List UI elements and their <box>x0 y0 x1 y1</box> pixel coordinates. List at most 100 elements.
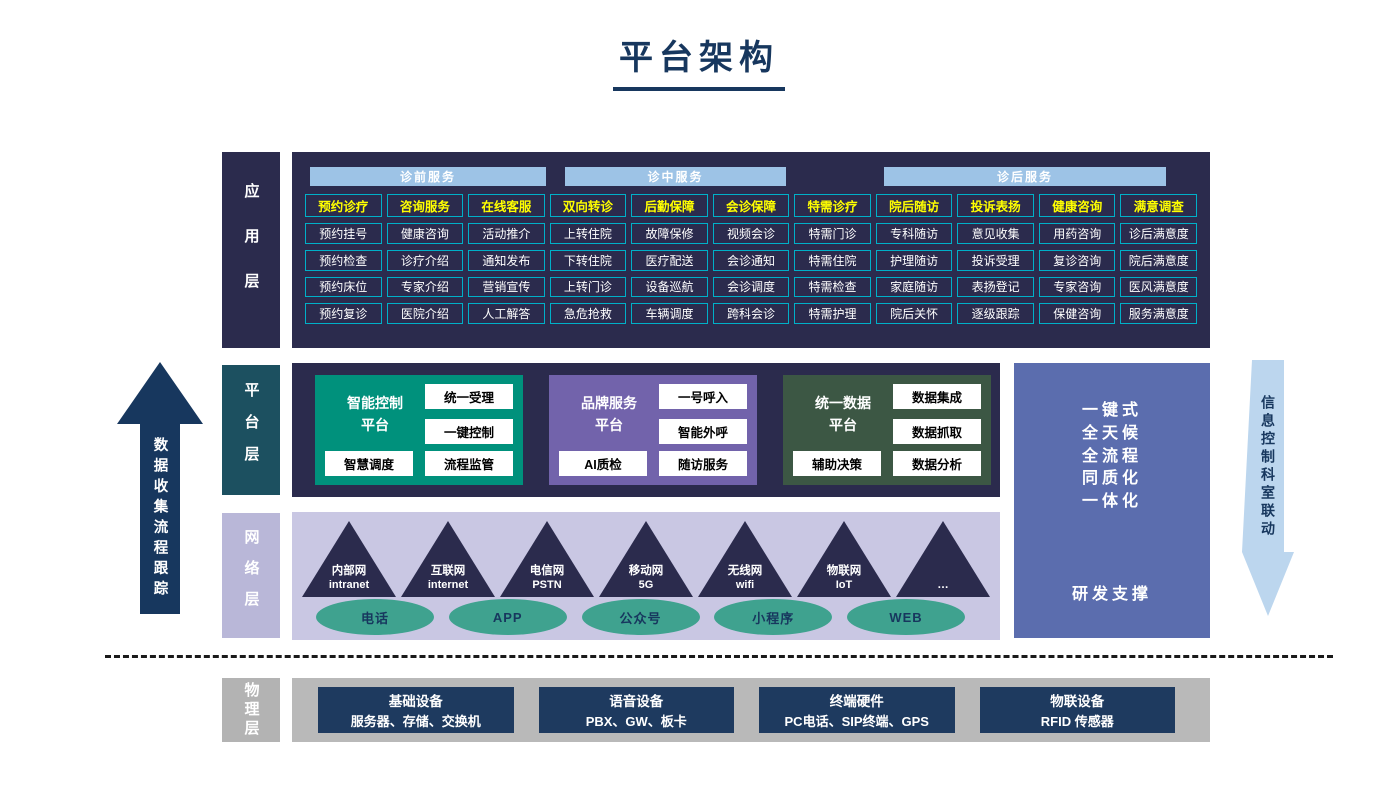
data-collection-arrow: 数据收集流程跟踪 <box>117 362 203 614</box>
left-arrow-label: 数据收集流程跟踪 <box>151 437 168 601</box>
service-item: 预约复诊 <box>305 303 382 324</box>
layer-label-platform: 平台层 <box>222 365 280 495</box>
physical-device-title: 语音设备 <box>609 694 664 709</box>
service-item: 表扬登记 <box>957 276 1034 298</box>
service-item: 预约检查 <box>305 249 382 271</box>
layer-label-physical: 物理层 <box>222 678 280 742</box>
layer-label-network: 网络层 <box>222 513 280 638</box>
rd-support-label: 研发支撑 <box>1071 586 1152 603</box>
service-column-header: 健康咨询 <box>1038 194 1116 217</box>
service-column: 在线客服 活动推介 通知发布 营销宣传 人工解答 <box>468 194 545 324</box>
physical-device-detail: PC电话、SIP终端、GPS <box>784 714 929 729</box>
right-arrow-label-wrap: 信息控制科室联动 <box>1242 388 1294 546</box>
service-item: 医风满意度 <box>1120 276 1198 298</box>
platform-top-row: 智能控制 平台 统一受理 一键控制 <box>325 384 513 444</box>
network-triangle: 互联网 internet <box>401 521 495 597</box>
platform-box: 品牌服务 平台 一号呼入 智能外呼 AI质检 随访服务 <box>549 375 757 485</box>
application-layer-panel: 诊前服务 诊中服务 诊后服务 预约诊疗 预约挂号 预约检查 预约床位 <box>292 152 1210 348</box>
left-arrow-label-wrap: 数据收集流程跟踪 <box>117 430 203 608</box>
platform-top-row: 品牌服务 平台 一号呼入 智能外呼 <box>559 384 747 444</box>
page-title-text: 平台架构 <box>613 30 785 91</box>
platform-feature: 数据分析 <box>893 451 981 476</box>
service-column-header: 双向转诊 <box>549 194 627 217</box>
platform-name: 品牌服务 平台 <box>581 394 637 433</box>
service-item: 投诉受理 <box>957 249 1034 271</box>
up-arrow-icon <box>117 362 203 614</box>
platform-feature: 数据抓取 <box>893 419 981 444</box>
network-name-en: PSTN <box>532 578 562 591</box>
service-column-header: 特需诊疗 <box>794 194 871 217</box>
channel-ellipse: 公众号 <box>581 599 700 635</box>
network-triangle: 物联网 IoT <box>797 521 891 597</box>
service-item: 特需护理 <box>794 303 871 324</box>
platform-feature: 一键控制 <box>425 419 513 444</box>
network-triangle: 无线网 wifi <box>698 521 792 597</box>
service-item: 特需门诊 <box>794 223 871 244</box>
platform-feature: 统一受理 <box>425 384 513 409</box>
down-arrow-icon <box>1242 360 1294 616</box>
service-item: 会诊通知 <box>712 249 790 271</box>
physical-device-detail: RFID 传感器 <box>1040 714 1114 729</box>
physical-device-box: 基础设备 服务器、存储、交换机 <box>318 687 514 733</box>
network-name: 移动网 <box>628 565 664 578</box>
service-column-items: 预约挂号 预约检查 预约床位 预约复诊 <box>305 223 382 324</box>
platform-feature: 随访服务 <box>659 451 747 476</box>
network-triangle: 移动网 5G <box>599 521 693 597</box>
phase-header-post-visit: 诊后服务 <box>884 167 1166 186</box>
service-item: 活动推介 <box>468 223 545 244</box>
service-item: 医院介绍 <box>386 303 464 324</box>
phase-header-in-visit: 诊中服务 <box>565 167 786 186</box>
service-item: 意见收集 <box>957 223 1034 244</box>
channel-ellipse: WEB <box>847 599 965 635</box>
physical-device-title: 物联设备 <box>1050 694 1105 709</box>
service-columns: 预约诊疗 预约挂号 预约检查 预约床位 预约复诊 <box>305 194 1198 324</box>
service-column-items: 特需门诊 特需住院 特需检查 特需护理 <box>794 223 871 324</box>
network-name-en: 5G <box>638 578 654 591</box>
platform-top-row: 统一数据 平台 数据集成 数据抓取 <box>793 384 981 444</box>
physical-device-box: 物联设备 RFID 传感器 <box>979 687 1175 733</box>
service-item: 设备巡航 <box>631 276 708 298</box>
service-item: 会诊调度 <box>712 276 790 298</box>
service-column-header: 咨询服务 <box>386 194 464 217</box>
layer-label-network-text: 网络层 <box>242 529 260 622</box>
service-item: 车辆调度 <box>631 303 708 324</box>
service-item: 下转住院 <box>549 249 627 271</box>
info-control-arrow: 信息控制科室联动 <box>1242 360 1294 616</box>
platform-bottom-cells: 智慧调度 流程监管 <box>325 451 513 476</box>
service-item: 特需检查 <box>794 276 871 298</box>
physical-device-title: 终端硬件 <box>829 694 884 709</box>
service-column-header: 会诊保障 <box>712 194 790 217</box>
service-item: 诊后满意度 <box>1120 223 1198 244</box>
capability-line: 一键式 <box>1081 402 1142 419</box>
service-item: 医疗配送 <box>631 249 708 271</box>
service-item: 复诊咨询 <box>1038 249 1116 271</box>
network-name: 内部网 <box>331 565 367 578</box>
service-column: 后勤保障 故障保修 医疗配送 设备巡航 车辆调度 <box>631 194 708 324</box>
service-column: 健康咨询 用药咨询 复诊咨询 专家咨询 保健咨询 <box>1038 194 1116 324</box>
service-column: 特需诊疗 特需门诊 特需住院 特需检查 特需护理 <box>794 194 871 324</box>
service-item: 专家咨询 <box>1038 276 1116 298</box>
service-item: 院后满意度 <box>1120 249 1198 271</box>
service-item: 故障保修 <box>631 223 708 244</box>
network-name: 互联网 <box>430 565 466 578</box>
service-item: 专科随访 <box>875 223 953 244</box>
service-column: 满意调查 诊后满意度 院后满意度 医风满意度 服务满意度 <box>1120 194 1198 324</box>
layer-label-application: 应用层 <box>222 152 280 348</box>
service-column-items: 用药咨询 复诊咨询 专家咨询 保健咨询 <box>1038 223 1116 324</box>
physical-device-detail: PBX、GW、板卡 <box>585 714 687 729</box>
service-item: 家庭随访 <box>875 276 953 298</box>
service-column-header: 在线客服 <box>468 194 545 217</box>
service-column-items: 活动推介 通知发布 营销宣传 人工解答 <box>468 223 545 324</box>
network-triangle: … <box>896 521 990 597</box>
service-column-items: 故障保修 医疗配送 设备巡航 车辆调度 <box>631 223 708 324</box>
service-item: 专家介绍 <box>386 276 464 298</box>
platform-bottom-cells: AI质检 随访服务 <box>559 451 747 476</box>
service-item: 上转住院 <box>549 223 627 244</box>
platform-feature: 智能外呼 <box>659 419 747 444</box>
service-column: 投诉表扬 意见收集 投诉受理 表扬登记 逐级跟踪 <box>957 194 1034 324</box>
platform-layer-panel: 智能控制 平台 统一受理 一键控制 智慧调度 流程监管 <box>292 363 1000 497</box>
network-triangle: 电信网 PSTN <box>500 521 594 597</box>
service-item: 健康咨询 <box>386 223 464 244</box>
layer-label-physical-text: 物理层 <box>242 681 260 739</box>
physical-device-detail: 服务器、存储、交换机 <box>350 714 481 729</box>
